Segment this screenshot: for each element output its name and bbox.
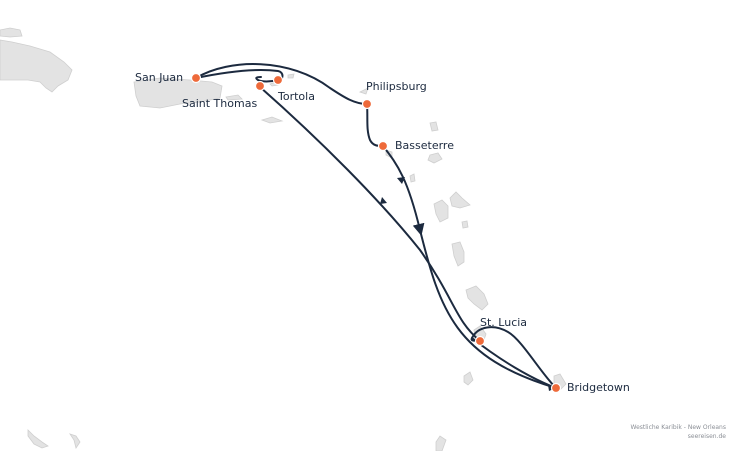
route-stlucia-bridgetown-leg <box>471 337 557 389</box>
route-bridgetown-stlucia <box>470 326 557 389</box>
island-puerto-rico <box>133 77 223 109</box>
port-marker-san-juan[interactable] <box>190 72 202 84</box>
label-philipsburg: Philipsburg <box>366 80 427 93</box>
island-montserrat <box>409 173 416 183</box>
route-tortola-saintthomas <box>255 76 279 83</box>
port-marker-st-lucia[interactable] <box>474 335 486 347</box>
arrow-north-icon <box>380 197 387 204</box>
route-philipsburg-basseterre <box>366 103 384 147</box>
island-marie-galante <box>461 220 469 229</box>
island-culebra <box>260 116 284 124</box>
island-antigua <box>429 121 439 132</box>
island-vieques <box>225 94 243 101</box>
island-curacao <box>69 433 81 449</box>
port-marker-tortola[interactable] <box>272 74 284 86</box>
label-tortola: Tortola <box>277 90 315 103</box>
credit-route-name: Westliche Karibik - New Orleans <box>630 424 726 431</box>
credit-site: seereisen.de <box>687 433 726 440</box>
island-st-vincent <box>463 371 474 386</box>
island-guadeloupe-west <box>433 199 449 223</box>
label-basseterre: Basseterre <box>395 139 454 152</box>
island-barbuda <box>427 152 443 164</box>
route-basseterre-bridgetown <box>382 145 557 389</box>
port-marker-bridgetown[interactable] <box>550 382 562 394</box>
island-grenada <box>435 435 447 451</box>
port-labels: San Juan Saint Thomas Tortola Philipsbur… <box>135 71 630 394</box>
island-anguilla <box>358 87 369 95</box>
label-san-juan: San Juan <box>135 71 183 84</box>
label-st-lucia: St. Lucia <box>480 316 527 329</box>
island-hispaniola <box>0 39 73 93</box>
route-stlucia-saintthomas <box>259 86 481 342</box>
island-martinique <box>465 285 489 311</box>
arrow-south-icon <box>397 177 405 184</box>
label-saint-thomas: Saint Thomas <box>182 97 257 110</box>
island-virgin-2 <box>287 73 295 79</box>
port-marker-philipsburg[interactable] <box>361 98 373 110</box>
route-sanjuan-philipsburg <box>195 63 368 105</box>
island-guadeloupe-east <box>449 191 471 209</box>
port-markers <box>190 72 562 394</box>
cruise-route <box>195 63 557 389</box>
route-arrows <box>380 177 556 391</box>
port-marker-saint-thomas[interactable] <box>254 80 266 92</box>
port-marker-basseterre[interactable] <box>377 140 389 152</box>
island-aruba-coast <box>27 429 49 449</box>
label-bridgetown: Bridgetown <box>567 381 630 394</box>
island-hispaniola-north <box>0 27 23 38</box>
map-credit: Westliche Karibik - New Orleans seereise… <box>630 423 726 441</box>
island-dominica <box>451 241 465 267</box>
